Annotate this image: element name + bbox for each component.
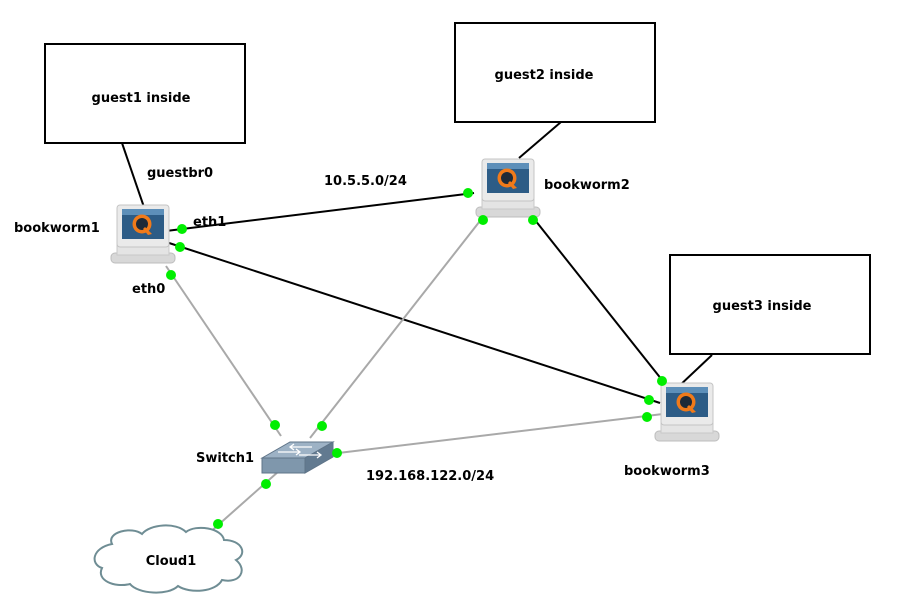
link-bookworm1-bookworm3[interactable]: [165, 241, 661, 404]
network-label-internal: 10.5.5.0/24: [324, 174, 407, 189]
port-dot[interactable]: [478, 215, 488, 225]
bookworm1-node[interactable]: [110, 204, 176, 264]
port-dot[interactable]: [166, 270, 176, 280]
port-dot[interactable]: [177, 224, 187, 234]
network-label-nat: 192.168.122.0/24: [366, 469, 494, 484]
port-dot[interactable]: [332, 448, 342, 458]
port-dot[interactable]: [528, 215, 538, 225]
link-bookworm1-bookworm2[interactable]: [165, 192, 475, 232]
bookworm2-label: bookworm2: [544, 178, 630, 193]
guest2-label: guest2 inside: [495, 68, 594, 83]
link-bookworm2-switch1[interactable]: [309, 211, 488, 439]
port-dot[interactable]: [657, 376, 667, 386]
qemu-computer-icon: [475, 158, 541, 218]
guest2-box[interactable]: guest2 inside: [454, 22, 656, 123]
port-dots: [166, 188, 667, 529]
link-guest1-bookworm1[interactable]: [121, 142, 147, 214]
qemu-computer-icon: [110, 204, 176, 264]
port-dot[interactable]: [644, 395, 654, 405]
bookworm3-label: bookworm3: [624, 464, 710, 479]
guest1-box[interactable]: guest1 inside: [44, 43, 246, 144]
cloud1-label: Cloud1: [146, 554, 197, 569]
link-guest2-bookworm2[interactable]: [518, 121, 562, 159]
switch1-label: Switch1: [196, 451, 254, 466]
qemu-computer-icon: [654, 382, 720, 442]
port-dot[interactable]: [317, 421, 327, 431]
interface-label-eth1: eth1: [193, 215, 226, 230]
port-dot[interactable]: [642, 412, 652, 422]
interface-label-guestbr0: guestbr0: [147, 166, 213, 181]
guest3-box[interactable]: guest3 inside: [669, 254, 871, 355]
port-dot[interactable]: [213, 519, 223, 529]
port-dot[interactable]: [270, 420, 280, 430]
ethernet-switch-icon: [260, 441, 335, 474]
bookworm1-label: bookworm1: [14, 221, 100, 236]
cloud-icon: [93, 524, 244, 594]
link-bookworm3-switch1[interactable]: [329, 413, 664, 455]
cloud1-node[interactable]: Cloud1: [93, 524, 244, 594]
port-dot[interactable]: [175, 242, 185, 252]
link-bookworm2-bookworm3[interactable]: [530, 214, 667, 386]
bookworm2-node[interactable]: [475, 158, 541, 218]
switch1-node[interactable]: [260, 441, 335, 474]
bookworm3-node[interactable]: [654, 382, 720, 442]
link-bookworm1-switch1[interactable]: [165, 265, 282, 437]
guest3-label: guest3 inside: [713, 299, 812, 314]
guest1-label: guest1 inside: [92, 91, 191, 106]
interface-label-eth0: eth0: [132, 282, 165, 297]
port-dot[interactable]: [261, 479, 271, 489]
port-dot[interactable]: [463, 188, 473, 198]
